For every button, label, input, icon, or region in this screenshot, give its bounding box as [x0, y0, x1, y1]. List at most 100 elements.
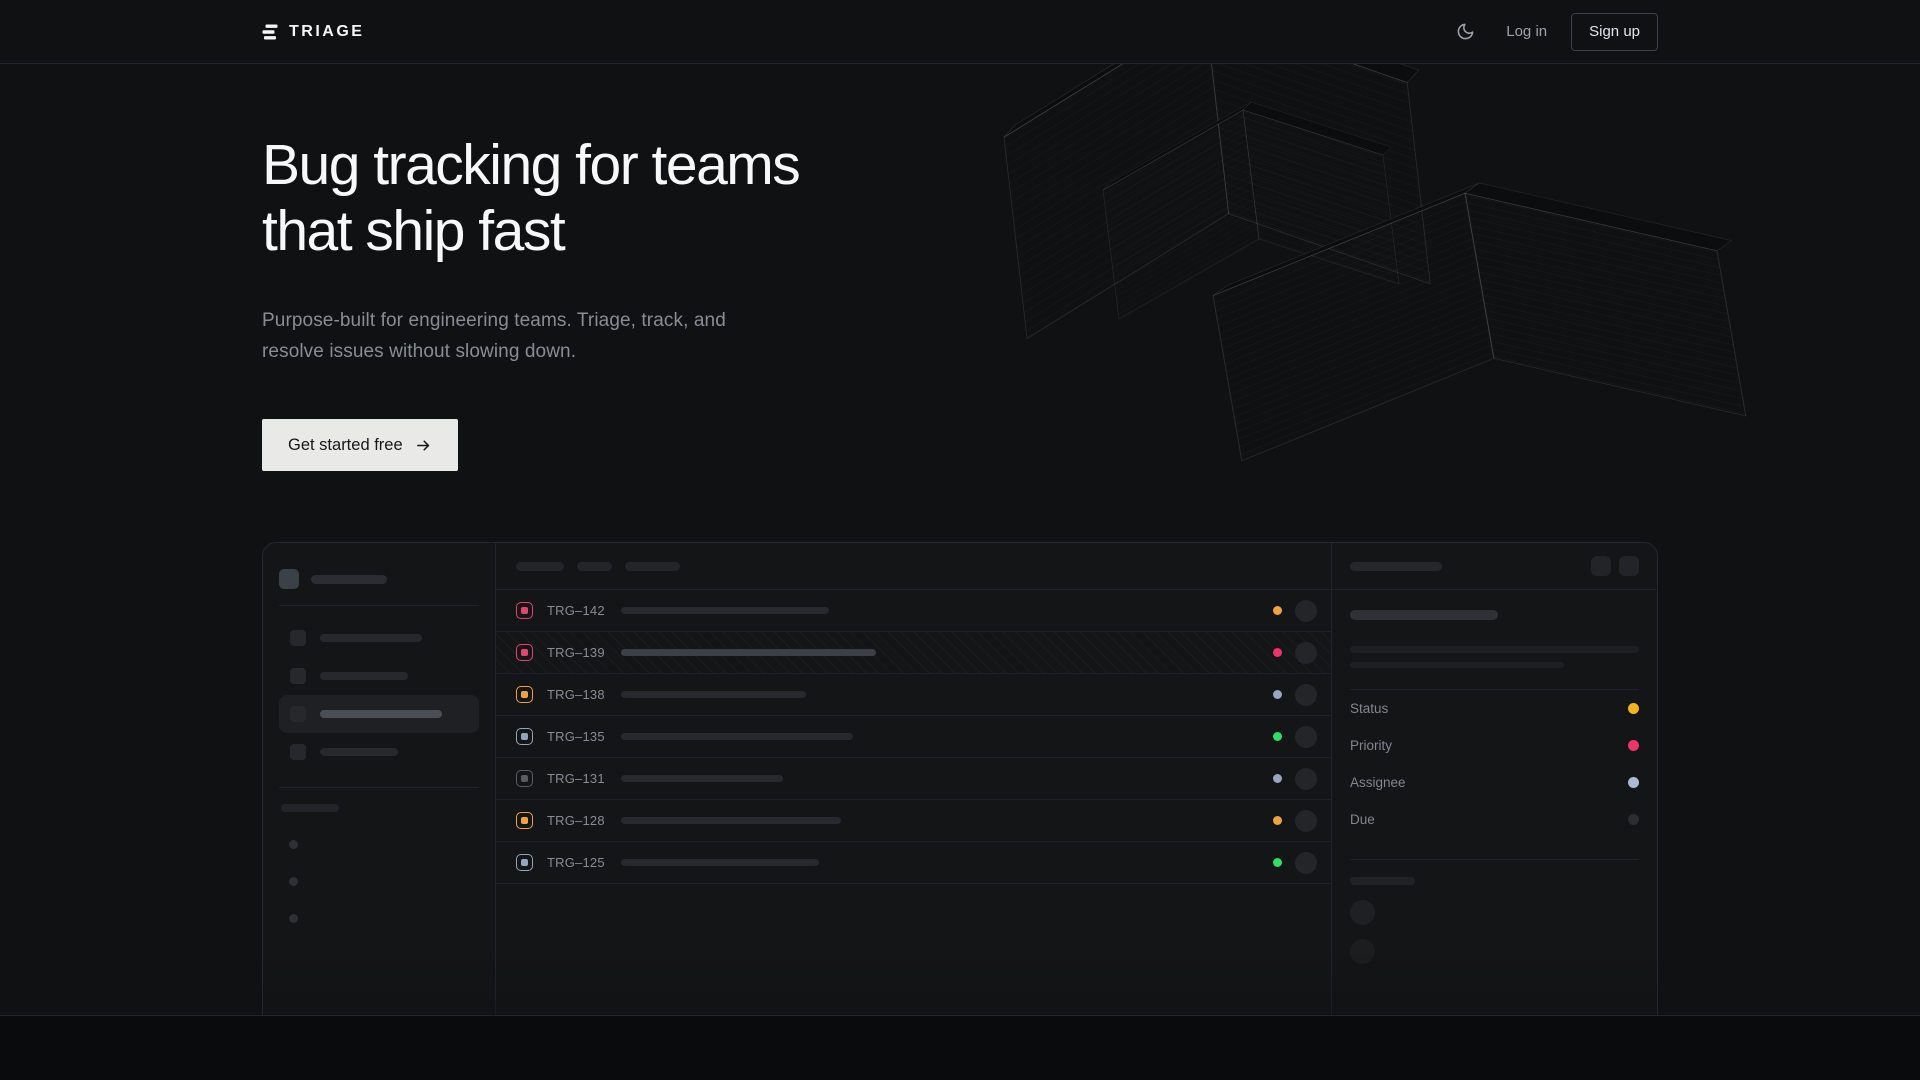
detail-description-skeleton — [1350, 646, 1639, 653]
issue-status-dot — [1273, 648, 1282, 657]
issue-assignee-avatar — [1295, 683, 1317, 706]
field-label: Due — [1350, 812, 1375, 827]
issue-row: TRG–131 — [496, 758, 1331, 800]
issue-id: TRG–125 — [547, 855, 605, 870]
filter-pill-skeleton — [516, 561, 564, 571]
field-label: Status — [1350, 701, 1389, 716]
issue-assignee-avatar — [1295, 599, 1317, 622]
issue-id: TRG–139 — [547, 645, 605, 660]
mockup-issue-list: TRG–142 TRG–139 — [496, 543, 1331, 1015]
detail-description-skeleton — [1350, 662, 1564, 668]
workspace-name-skeleton — [311, 574, 387, 584]
divider — [279, 605, 479, 606]
issue-title-skeleton — [621, 691, 806, 698]
issue-row-selected: TRG–139 — [496, 632, 1331, 674]
detail-breadcrumb-skeleton — [1350, 561, 1442, 571]
moon-icon — [1457, 23, 1474, 40]
issue-row: TRG–135 — [496, 716, 1331, 758]
issue-title-skeleton — [621, 859, 819, 866]
hero-subtitle: Purpose-built for engineering teams. Tri… — [262, 310, 726, 362]
detail-section-skeleton — [1350, 877, 1415, 885]
issue-type-icon — [516, 770, 533, 787]
issue-title-skeleton — [621, 733, 853, 740]
mockup-detail-panel: Status Priority Assignee Due — [1331, 543, 1657, 1015]
nav-actions: Log in Sign up — [1448, 12, 1658, 51]
hero-section: Bug tracking for teams that ship fast Pu… — [0, 64, 1920, 1016]
issue-assignee-avatar — [1295, 809, 1317, 832]
login-link[interactable]: Log in — [1506, 23, 1548, 40]
sidebar-item — [279, 657, 479, 695]
brand-name: TRIAGE — [289, 22, 365, 40]
detail-title-skeleton — [1350, 610, 1498, 620]
issue-id: TRG–131 — [547, 771, 605, 786]
sidebar-item — [279, 619, 479, 657]
sidebar-item-icon — [290, 630, 306, 646]
detail-field-row: Status — [1350, 690, 1639, 727]
comment-avatar-skeleton — [1350, 939, 1375, 964]
comment-avatar-skeleton — [1350, 900, 1375, 925]
issue-title-skeleton — [621, 775, 783, 782]
field-value-dot — [1628, 740, 1639, 751]
get-started-button[interactable]: Get started free — [262, 419, 458, 471]
top-nav: TRIAGE Log in Sign up — [0, 0, 1920, 64]
arrow-right-icon — [416, 439, 429, 451]
issue-row: TRG–138 — [496, 674, 1331, 716]
issue-row: TRG–142 — [496, 590, 1331, 632]
signup-button[interactable]: Sign up — [1571, 12, 1658, 51]
issue-status-dot — [1273, 690, 1282, 699]
detail-action-button-skeleton — [1619, 556, 1639, 576]
sidebar-item-icon — [290, 744, 306, 760]
divider — [1350, 689, 1639, 690]
issue-assignee-avatar — [1295, 641, 1317, 664]
sidebar-dot — [289, 914, 298, 923]
issue-status-dot — [1273, 606, 1282, 615]
divider — [1350, 859, 1639, 860]
field-value-dot — [1628, 777, 1639, 788]
workspace-avatar — [279, 569, 299, 589]
issue-status-dot — [1273, 732, 1282, 741]
filter-pill-skeleton — [577, 561, 612, 571]
sidebar-item — [279, 733, 479, 771]
filter-pill-skeleton — [625, 561, 680, 571]
sidebar-item-skeleton — [320, 672, 408, 680]
app-mockup: TRG–142 TRG–139 — [262, 542, 1658, 1015]
issue-assignee-avatar — [1295, 725, 1317, 748]
theme-toggle-button[interactable] — [1448, 15, 1482, 49]
sidebar-item-icon — [290, 668, 306, 684]
sidebar-item-skeleton — [320, 710, 442, 718]
sidebar-section-skeleton — [281, 804, 339, 812]
issue-id: TRG–138 — [547, 687, 605, 702]
mockup-workspace — [279, 569, 479, 589]
issue-status-dot — [1273, 858, 1282, 867]
detail-header — [1332, 543, 1657, 590]
issue-type-icon — [516, 644, 533, 661]
field-label: Assignee — [1350, 775, 1406, 790]
issue-type-icon — [516, 686, 533, 703]
issue-title-skeleton — [621, 817, 841, 824]
sidebar-item-skeleton — [320, 748, 398, 756]
detail-action-button-skeleton — [1591, 556, 1611, 576]
hero-heading: Bug tracking for teams that ship fast — [262, 133, 801, 264]
mockup-sidebar-nav — [279, 619, 479, 771]
detail-field-row: Assignee — [1350, 764, 1639, 801]
field-label: Priority — [1350, 738, 1393, 753]
issue-id: TRG–135 — [547, 729, 605, 744]
issue-type-icon — [516, 812, 533, 829]
sidebar-item-skeleton — [320, 634, 422, 642]
sidebar-dot — [289, 877, 298, 886]
field-value-dot — [1628, 703, 1639, 714]
issue-list-header — [496, 543, 1331, 590]
brand-logo[interactable]: TRIAGE — [262, 23, 364, 41]
footer-band — [0, 1016, 1920, 1079]
sidebar-item-icon — [290, 706, 306, 722]
issue-assignee-avatar — [1295, 767, 1317, 790]
issue-title-skeleton — [621, 649, 876, 656]
issue-type-icon — [516, 854, 533, 871]
divider — [279, 787, 479, 788]
issue-status-dot — [1273, 774, 1282, 783]
sidebar-dot — [289, 840, 298, 849]
issue-row: TRG–125 — [496, 842, 1331, 884]
detail-field-row: Priority — [1350, 727, 1639, 764]
issue-type-icon — [516, 602, 533, 619]
issue-type-icon — [516, 728, 533, 745]
